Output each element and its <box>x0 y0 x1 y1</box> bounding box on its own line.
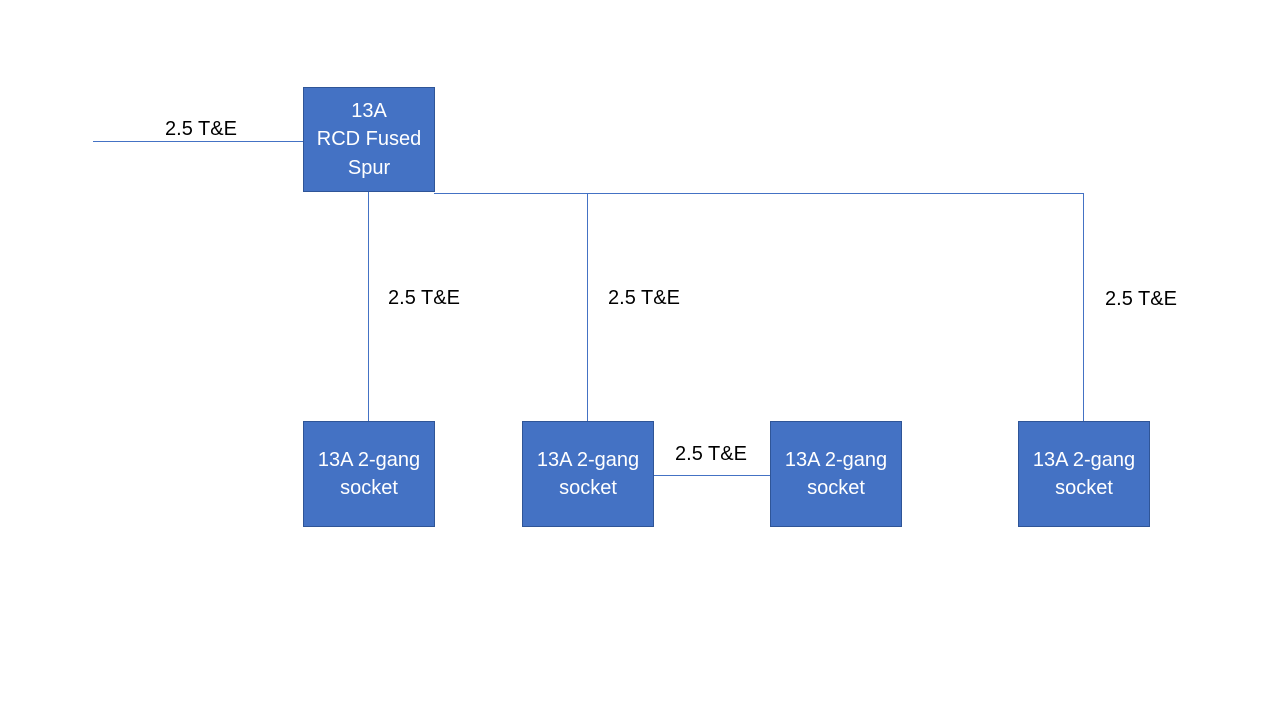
node-socket-c-line2: socket <box>807 477 865 499</box>
node-rcd-fused-spur-line3: Spur <box>347 156 391 179</box>
node-socket-c: 13A 2-gang socket <box>770 421 902 527</box>
node-rcd-fused-spur-line1: 13A <box>351 99 387 122</box>
node-socket-c-line1: 13A 2-gang <box>784 448 888 471</box>
connector-drop-socket-a <box>368 192 369 421</box>
node-rcd-fused-spur-line2: RCD Fused <box>316 128 422 151</box>
node-socket-a: 13A 2-gang socket <box>303 421 435 527</box>
node-rcd-fused-spur: 13A RCD Fused Spur <box>303 87 435 192</box>
cable-label-incoming-feed: 2.5 T&E <box>165 118 237 140</box>
node-socket-b: 13A 2-gang socket <box>522 421 654 527</box>
cable-label-drop-b: 2.5 T&E <box>608 287 680 309</box>
node-socket-d-line1: 13A 2-gang <box>1032 448 1136 471</box>
connector-spur-bus <box>434 193 1083 194</box>
connector-incoming-feed <box>93 141 303 142</box>
cable-label-drop-d: 2.5 T&E <box>1105 288 1177 310</box>
node-socket-a-line1: 13A 2-gang <box>317 448 421 471</box>
node-socket-d: 13A 2-gang socket <box>1018 421 1150 527</box>
node-socket-a-line2: socket <box>340 477 398 499</box>
cable-label-link-b-c: 2.5 T&E <box>675 443 747 465</box>
node-socket-d-line2: socket <box>1055 477 1113 499</box>
connector-drop-socket-b <box>587 193 588 421</box>
cable-label-drop-a: 2.5 T&E <box>388 287 460 309</box>
node-socket-b-line1: 13A 2-gang <box>536 448 640 471</box>
connector-drop-socket-d <box>1083 193 1084 421</box>
connector-link-socket-b-to-c <box>653 475 770 476</box>
node-socket-b-line2: socket <box>559 477 617 499</box>
